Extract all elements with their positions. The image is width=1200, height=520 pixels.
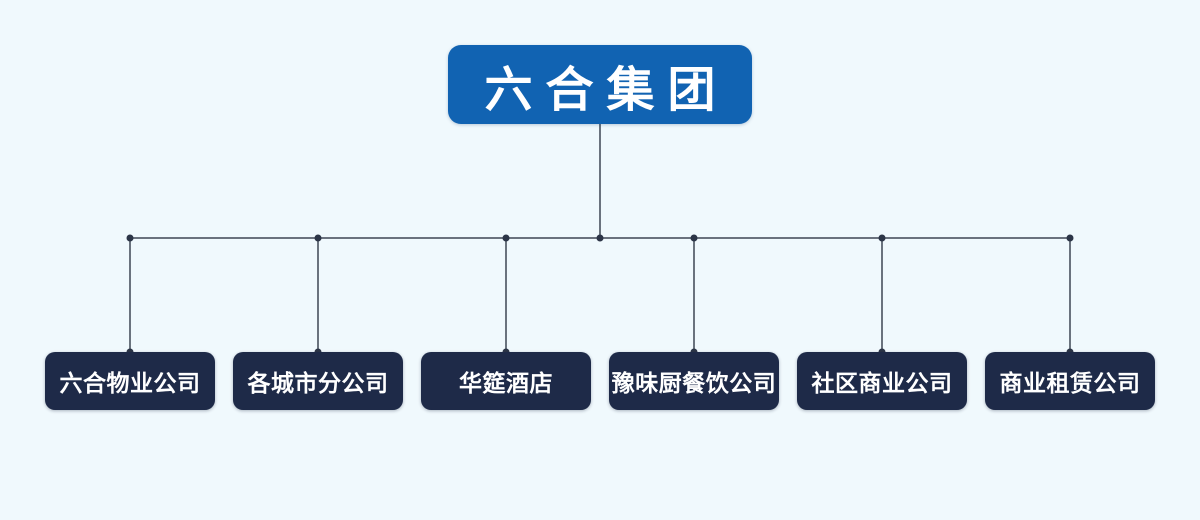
org-node-hotel[interactable]: 华筵酒店 [421,352,591,410]
junction-dot [690,234,698,242]
junction-dot [314,234,322,242]
junction-dot [1066,234,1074,242]
org-node-community-business[interactable]: 社区商业公司 [797,352,967,410]
org-node-commercial-leasing[interactable]: 商业租赁公司 [985,352,1155,410]
org-node-catering-company[interactable]: 豫味厨餐饮公司 [609,352,779,410]
org-node-root[interactable]: 六合集团 [448,45,752,124]
junction-dot [502,234,510,242]
junction-dot [126,234,134,242]
org-node-city-branches[interactable]: 各城市分公司 [233,352,403,410]
junction-dot [878,234,886,242]
org-node-property-company[interactable]: 六合物业公司 [45,352,215,410]
junction-dot [596,234,604,242]
